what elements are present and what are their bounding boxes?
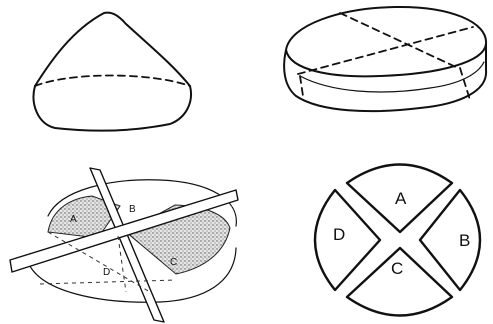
disc-cut-line-1 — [340, 13, 458, 68]
cone-pile-panel — [34, 13, 191, 131]
cone-outline — [34, 13, 191, 131]
disc-edge-tick-2 — [460, 68, 470, 100]
quartering-divider-panel: A B C D — [10, 168, 238, 322]
disc-side-outline — [284, 44, 486, 111]
disc-top-outline — [286, 7, 486, 76]
divider-label-a: A — [70, 214, 77, 225]
sector-label-c: C — [391, 259, 403, 278]
divider-label-d: D — [103, 267, 110, 278]
sector-label-a: A — [395, 189, 407, 208]
sector-label-b: B — [459, 231, 470, 250]
sector-label-d: D — [333, 225, 345, 244]
divider-label-c: C — [170, 257, 177, 268]
divider-label-b: B — [129, 204, 136, 215]
flattened-disc-panel — [284, 7, 486, 111]
quartered-sectors-panel: A B C D — [315, 165, 480, 316]
cone-base-hidden-edge — [35, 76, 190, 87]
hidden-edge-1 — [40, 280, 176, 284]
disc-edge-tick-1 — [300, 76, 303, 96]
